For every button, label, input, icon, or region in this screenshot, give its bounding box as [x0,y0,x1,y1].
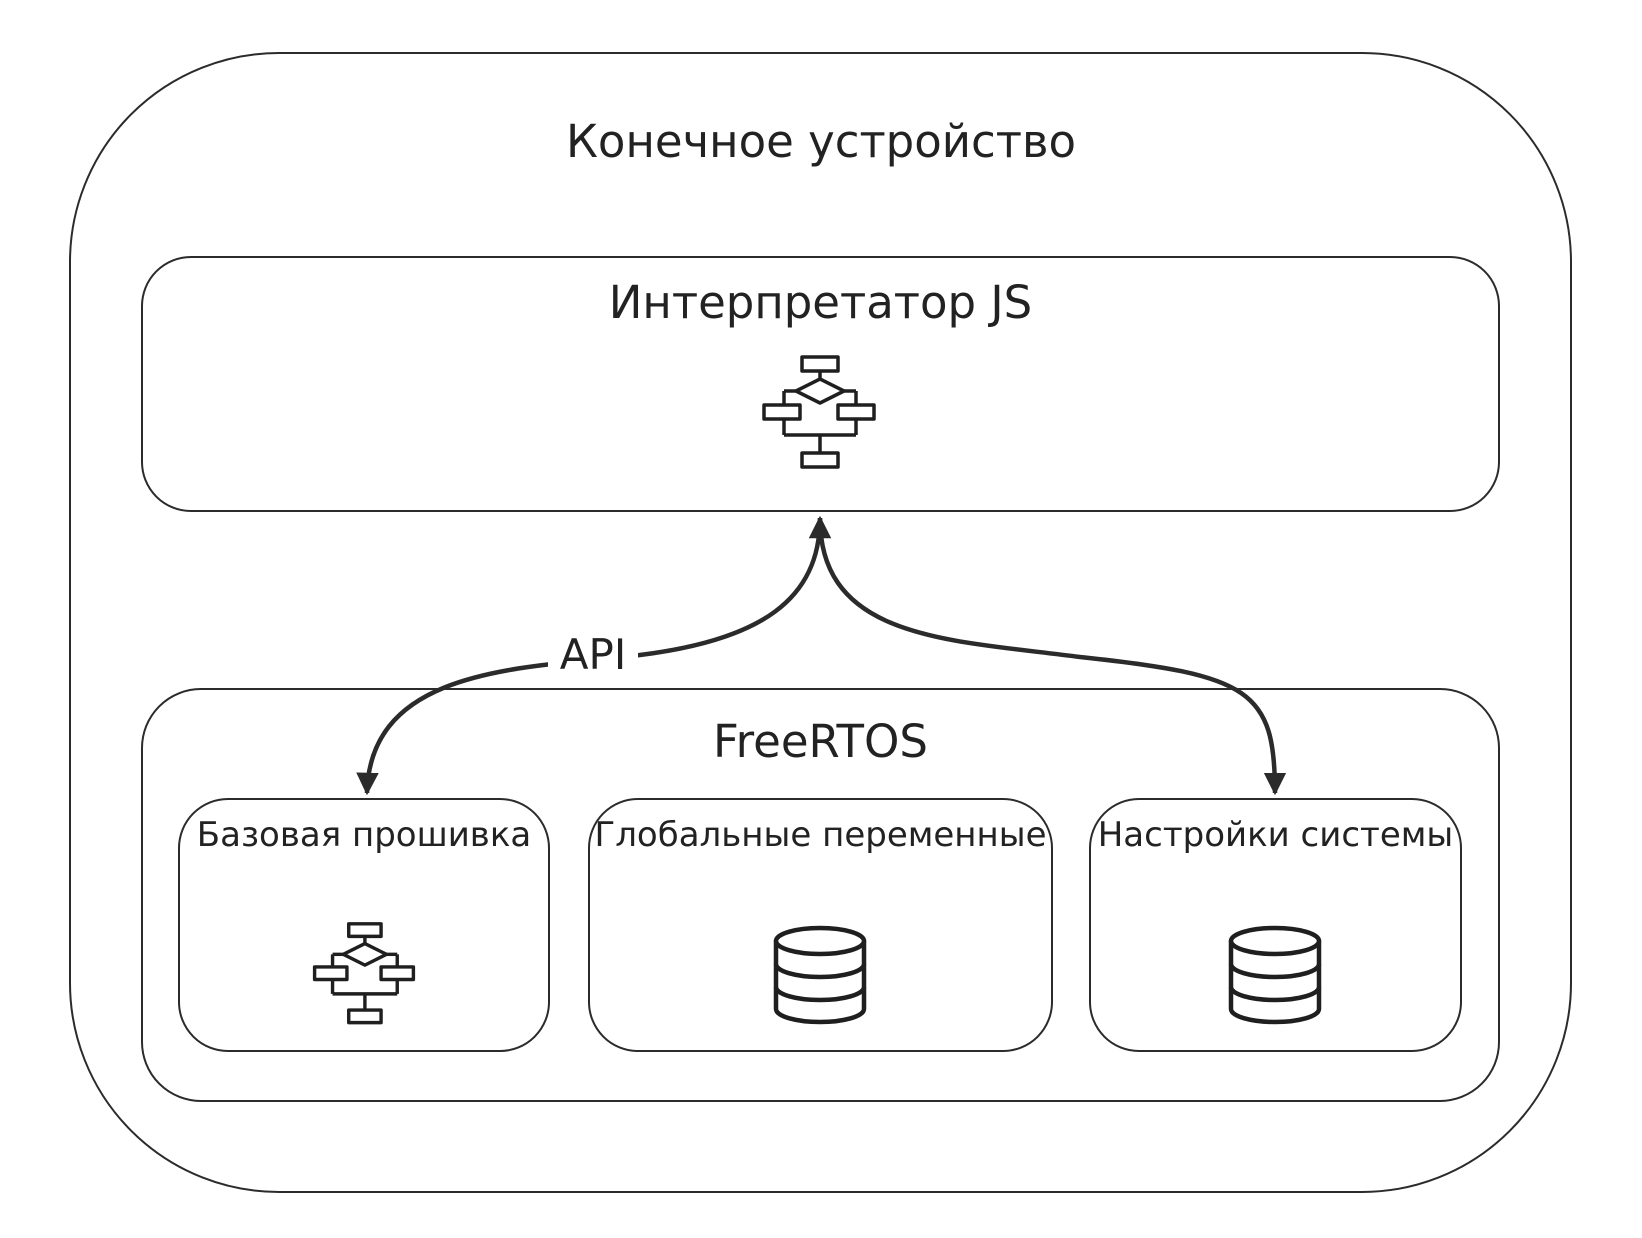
flowchart-icon [762,355,876,469]
module-global-variables [588,798,1053,1052]
flowchart-icon [312,922,416,1025]
module-system-settings-title: Настройки системы [1097,815,1454,855]
database-icon [1228,925,1322,1025]
device-title: Конечное устройство [565,115,1077,168]
interpreter-title: Интерпретатор JS [608,276,1033,329]
freertos-title: FreeRTOS [713,715,928,768]
module-base-firmware-title: Базовая прошивка [196,815,532,855]
module-base-firmware [178,798,550,1052]
interpreter-block [141,256,1500,512]
module-global-variables-title: Глобальные переменные [594,815,1047,855]
api-label: API [548,627,638,683]
database-icon [773,925,867,1025]
device-container [69,52,1572,1193]
module-system-settings [1089,798,1462,1052]
freertos-block [141,688,1500,1102]
arrow-interpreter-to-system-settings [817,517,1287,796]
